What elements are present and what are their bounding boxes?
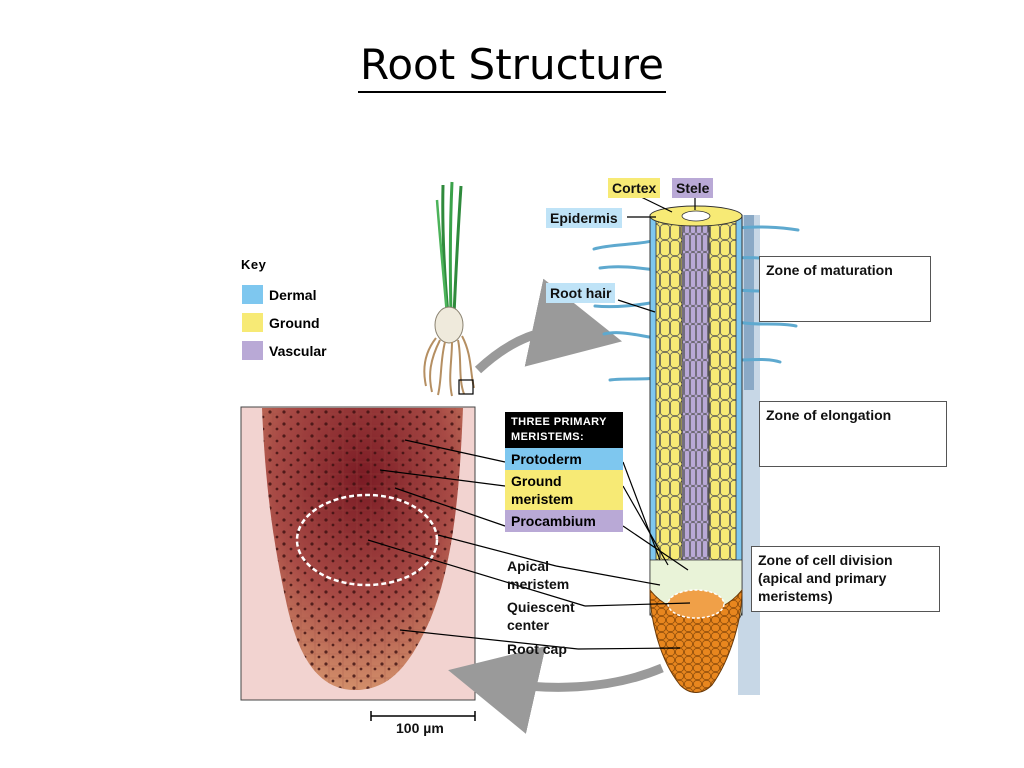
label-quiescent-center-2: center: [507, 617, 550, 633]
meristem-ground-line2: meristem: [511, 491, 574, 507]
ground-swatch: [242, 313, 263, 332]
leader-lines: [367, 194, 696, 650]
label-root-cap: Root cap: [507, 641, 567, 657]
meristems-heading: Three primary meristems:: [505, 412, 623, 448]
meristem-ground: Ground meristem: [505, 470, 623, 510]
onion-plant-illustration: [423, 181, 475, 397]
meristems-heading-line1: Three primary: [511, 416, 607, 428]
meristem-procambium: Procambium: [505, 510, 623, 532]
label-apical-meristem-1: Apical: [507, 558, 550, 574]
key-label-ground: Ground: [269, 314, 320, 331]
vascular-swatch: [242, 341, 263, 360]
arrow-to-micrograph: [448, 646, 664, 734]
page-title: Root Structure: [0, 40, 1024, 93]
label-root-hair: Root hair: [546, 283, 616, 303]
quiescent-outline: [295, 493, 439, 587]
zone-elongation: Zone of elongation: [759, 401, 947, 467]
key-label-vascular: Vascular: [269, 342, 327, 359]
label-epidermis: Epidermis: [546, 208, 622, 228]
key-item-vascular: Vascular: [242, 341, 327, 360]
dermal-swatch: [242, 285, 263, 304]
zone-bar-dark: [744, 215, 754, 390]
label-cortex: Cortex: [608, 178, 661, 198]
label-stele: Stele: [672, 178, 714, 198]
label-apical-meristem-2: meristem: [507, 576, 570, 592]
key-title: Key: [241, 257, 267, 272]
meristems-heading-line2: meristems:: [511, 431, 585, 443]
primary-meristems-legend: Three primary meristems: Protoderm Groun…: [505, 412, 623, 532]
key-item-ground: Ground: [242, 313, 320, 332]
arrow-to-root-diagram: [474, 278, 623, 374]
zone-maturation: Zone of maturation: [759, 256, 931, 322]
zone-cell-division: Zone of cell division (apical and primar…: [751, 546, 940, 612]
key-item-dermal: Dermal: [242, 285, 316, 304]
meristem-ground-line1: Ground: [511, 473, 562, 489]
label-scale-bar: 100 µm: [396, 720, 444, 736]
label-quiescent-center-1: Quiescent: [507, 599, 575, 615]
meristem-protoderm: Protoderm: [505, 448, 623, 470]
micrograph-panel: [240, 406, 476, 701]
key-label-dermal: Dermal: [269, 286, 317, 303]
root-diagram: [592, 205, 802, 693]
